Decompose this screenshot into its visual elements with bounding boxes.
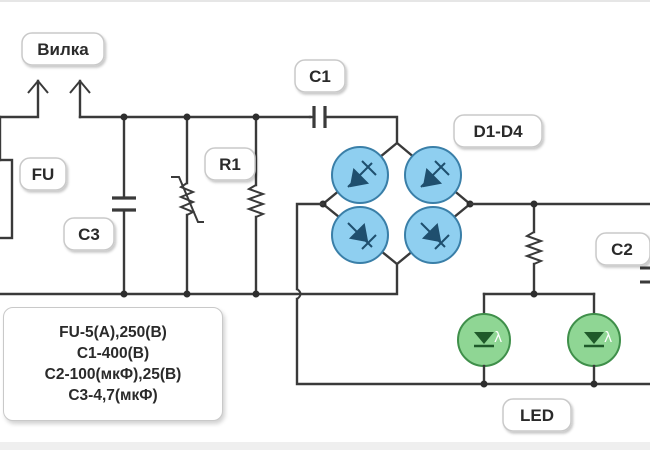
bottom-band: [0, 442, 650, 450]
diode-bridge: [319, 141, 474, 266]
junction-dots: [120, 113, 598, 388]
capacitor-c2-partial: [640, 266, 650, 284]
resistor-parallel: [246, 115, 266, 296]
spec-line-fu: FU-5(A),250(B): [59, 324, 167, 341]
wire-crossover: [296, 288, 302, 300]
capacitor-c1: [308, 106, 399, 145]
resistor-r1-variable: [171, 115, 204, 296]
bottom-rail: [0, 262, 399, 296]
component-spec-box: FU-5(A),250(B) C1-400(B) C2-100(мкФ),25(…: [3, 307, 223, 421]
fuse-fu: [0, 115, 14, 240]
resistor-led-series: [482, 202, 596, 296]
label-led: LED: [502, 398, 572, 432]
spec-line-c1: C1-400(B): [76, 345, 150, 362]
led-right: λ: [567, 292, 621, 386]
label-plug: Вилка: [21, 32, 105, 66]
svg-text:C1: C1: [309, 67, 331, 86]
top-rule: [0, 0, 650, 2]
svg-text:C2: C2: [611, 240, 633, 259]
spec-line-c3: C3-4,7(мкФ): [68, 387, 158, 404]
label-r1: R1: [204, 147, 256, 181]
svg-text:C3: C3: [78, 225, 100, 244]
led-left: λ: [457, 292, 511, 386]
svg-text:D1-D4: D1-D4: [473, 122, 523, 141]
svg-text:R1: R1: [219, 155, 241, 174]
svg-text:FU: FU: [32, 165, 55, 184]
led-right-symbol: λ: [604, 330, 612, 346]
label-c2: C2: [595, 232, 650, 266]
plug-terminal-right: [69, 79, 91, 119]
label-fu: FU: [19, 157, 67, 191]
label-c3: C3: [63, 217, 115, 251]
plug-terminal-left: [0, 79, 49, 119]
label-c1: C1: [294, 59, 346, 93]
label-d1-d4: D1-D4: [453, 114, 543, 148]
spec-line-c2: C2-100(мкФ),25(B): [44, 366, 182, 383]
svg-text:Вилка: Вилка: [37, 40, 89, 59]
capacitor-c3: [112, 115, 136, 296]
svg-text:LED: LED: [520, 406, 554, 425]
dc-negative-wire: [295, 202, 650, 386]
led-left-symbol: λ: [494, 330, 502, 346]
